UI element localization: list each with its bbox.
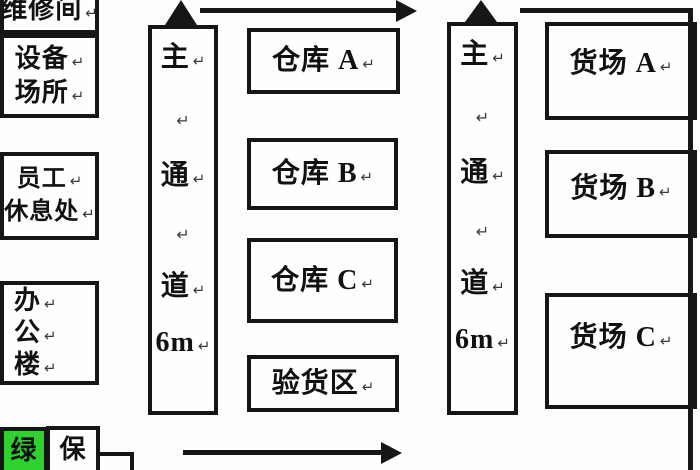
- return-mark-icon: ↵: [659, 183, 672, 201]
- box-freight-yard-b: 货场 B ↵: [545, 150, 697, 238]
- return-mark-icon: ↵: [192, 170, 206, 188]
- repair-room-label: 维修间: [1, 0, 83, 24]
- box-warehouse-c: 仓库 C ↵: [247, 238, 398, 323]
- return-mark-icon: ↵: [44, 359, 57, 377]
- staff-rest-label-line1: 员工: [16, 166, 67, 192]
- return-mark-icon: ↵: [362, 55, 375, 73]
- right-arrow-top-icon: [396, 0, 417, 22]
- return-mark-icon: ↵: [71, 87, 85, 105]
- return-mark-icon: ↵: [71, 53, 85, 71]
- corridor-left-char-tong: 通: [160, 160, 190, 191]
- return-mark-icon: ↵: [197, 337, 211, 355]
- up-arrow-left-icon: [165, 0, 197, 25]
- freight-yard-a-label: 货场 A: [569, 48, 657, 79]
- top-flow-arrow-shaft: [200, 8, 398, 13]
- box-equipment-area: 设备 ↵ 场所 ↵: [0, 34, 99, 118]
- office-label-char3: 楼: [14, 350, 42, 379]
- inspection-area-label: 验货区: [271, 367, 359, 399]
- box-inspection-area: 验货区 ↵: [247, 355, 399, 412]
- main-corridor-right: 主 ↵ ↵ 通 ↵ ↵ 道 ↵ 6m ↵: [447, 22, 518, 415]
- right-arrow-bottom-icon: [381, 442, 402, 464]
- box-warehouse-b: 仓库 B ↵: [247, 138, 398, 210]
- bottom-flow-arrow-shaft: [183, 450, 383, 455]
- return-mark-icon: ↵: [44, 295, 57, 313]
- return-mark-icon: ↵: [492, 278, 505, 296]
- return-mark-icon: ↵: [192, 281, 206, 299]
- warehouse-a-label: 仓库 A: [272, 45, 360, 76]
- warehouse-b-label: 仓库 B: [271, 158, 358, 189]
- return-mark-icon: ↵: [361, 377, 375, 396]
- corridor-left-char-zhu: 主: [160, 42, 190, 73]
- corridor-right-char-tong: 通: [460, 157, 490, 188]
- return-mark-icon: ↵: [475, 108, 490, 127]
- warehouse-c-label: 仓库 C: [271, 264, 359, 296]
- return-mark-icon: ↵: [475, 222, 490, 241]
- return-mark-icon: ↵: [360, 168, 374, 186]
- return-mark-icon: ↵: [192, 52, 206, 70]
- corridor-left-char-dao: 道: [160, 271, 190, 302]
- return-mark-icon: ↵: [85, 4, 98, 22]
- return-mark-icon: ↵: [69, 172, 83, 190]
- corridor-right-width-label: 6m: [455, 324, 495, 355]
- equipment-area-label-line2: 场所: [14, 78, 69, 107]
- boundary-line-right: [688, 8, 693, 470]
- return-mark-icon: ↵: [497, 334, 510, 352]
- box-green-area: 绿 化: [0, 427, 48, 470]
- box-warehouse-a: 仓库 A ↵: [247, 28, 400, 94]
- corridor-left-width-label: 6m: [155, 327, 195, 358]
- boundary-line-top-right: [520, 8, 692, 13]
- box-office-building: 办 ↵ 公 ↵ 楼 ↵: [0, 281, 99, 385]
- green-area-label: 绿: [10, 436, 38, 465]
- box-freight-yard-c: 货场 C ↵: [545, 293, 697, 409]
- box-freight-yard-a: 货场 A ↵: [545, 22, 697, 120]
- box-staff-rest-area: 员工 ↵ 休息处 ↵: [0, 152, 99, 240]
- main-corridor-left: 主 ↵ ↵ 通 ↵ ↵ 道 ↵ 6m ↵: [148, 25, 218, 415]
- return-mark-icon: ↵: [82, 205, 95, 223]
- return-mark-icon: ↵: [361, 274, 374, 293]
- guard-room-label: 保: [59, 435, 87, 464]
- office-label-char1: 办: [14, 286, 42, 315]
- freight-yard-b-label: 货场 B: [570, 173, 657, 204]
- return-mark-icon: ↵: [44, 327, 57, 345]
- return-mark-icon: ↵: [176, 111, 190, 130]
- freight-yard-c-label: 货场 C: [569, 322, 657, 353]
- equipment-area-label-line1: 设备: [14, 44, 69, 73]
- gate-label-clipped: 大门: [100, 466, 130, 470]
- return-mark-icon: ↵: [492, 49, 505, 67]
- corridor-right-char-dao: 道: [460, 268, 490, 299]
- return-mark-icon: ↵: [659, 332, 673, 350]
- box-guard-room: 保 卫: [46, 426, 100, 470]
- corridor-right-char-zhu: 主: [460, 39, 490, 70]
- box-repair-room: 维修间 ↵: [0, 0, 99, 34]
- box-gate: 大门: [96, 452, 134, 470]
- office-label-char2: 公: [14, 318, 42, 347]
- return-mark-icon: ↵: [176, 225, 190, 244]
- staff-rest-label-line2: 休息处: [4, 199, 80, 225]
- up-arrow-right-icon: [465, 0, 497, 22]
- return-mark-icon: ↵: [659, 58, 673, 76]
- return-mark-icon: ↵: [492, 167, 505, 185]
